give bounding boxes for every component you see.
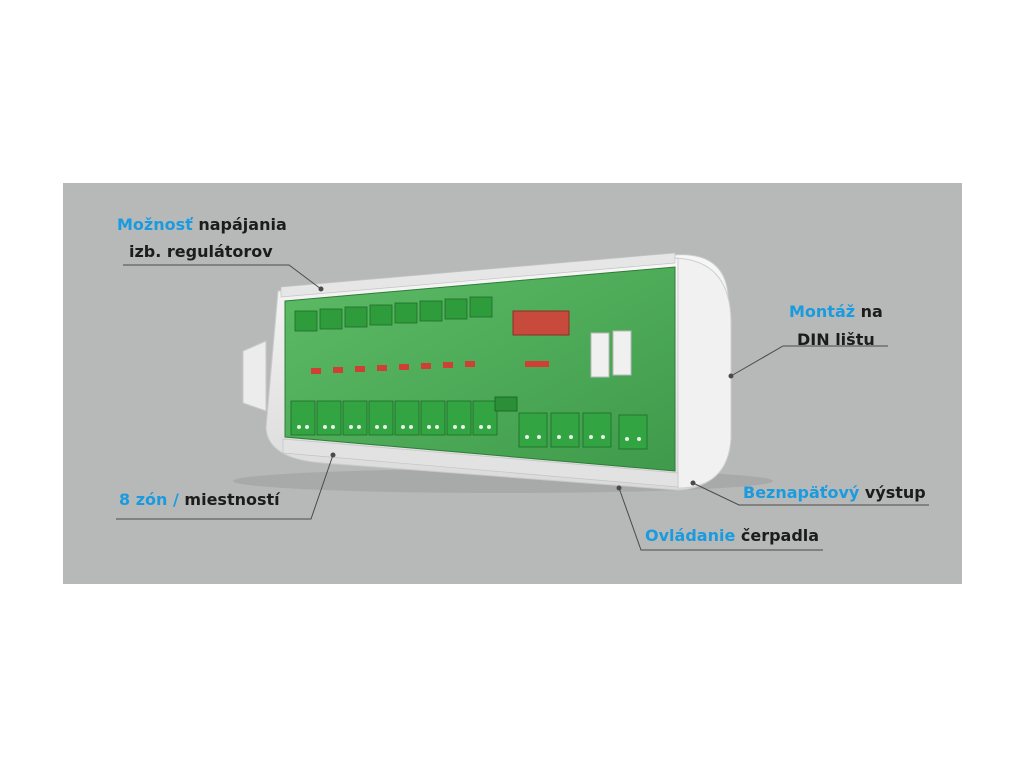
product-banner: Možnosť napájania izb. regulátorov Montá… — [63, 183, 962, 584]
label-din-rail-line2: DIN lištu — [797, 328, 875, 352]
housing-ribs-bottom — [282, 438, 679, 488]
label-output-highlight: Beznapäťový — [743, 483, 860, 502]
relay-red — [512, 310, 570, 336]
led-row — [311, 361, 549, 374]
terminal-row-top — [294, 296, 493, 332]
label-zones: 8 zón / miestností — [119, 488, 280, 512]
housing-end-cap — [672, 257, 732, 489]
label-din-line2: DIN lištu — [797, 330, 875, 349]
label-din-rail: Montáž na — [789, 300, 883, 324]
label-power-line2: izb. regulátorov — [129, 242, 273, 261]
label-din-highlight: Montáž — [789, 302, 856, 321]
terminal-row-bottom — [290, 400, 648, 450]
label-power-supply: Možnosť napájania — [117, 213, 287, 237]
label-dry-contact-output: Beznapäťový výstup — [743, 481, 926, 505]
label-output-rest: výstup — [864, 483, 926, 502]
label-pump-highlight: Ovládanie — [645, 526, 736, 545]
label-zones-rest: miestností — [184, 490, 280, 509]
label-pump-rest: čerpadla — [740, 526, 820, 545]
label-din-rest: na — [860, 302, 883, 321]
housing-ribs-top — [280, 252, 676, 298]
jumper-block — [494, 396, 518, 412]
relay-white-1 — [590, 332, 610, 378]
label-power-rest: napájania — [198, 215, 287, 234]
label-zones-highlight: 8 zón — [119, 490, 168, 509]
label-power-highlight: Možnosť — [117, 215, 193, 234]
relay-white-2 — [612, 330, 632, 376]
controller-illustration — [233, 252, 773, 493]
terminal-screws — [297, 425, 641, 441]
label-zones-separator: / — [172, 490, 179, 509]
label-pump-control: Ovládanie čerpadla — [645, 524, 819, 548]
label-power-supply-line2: izb. regulátorov — [129, 240, 273, 264]
din-clip-left — [242, 340, 267, 412]
